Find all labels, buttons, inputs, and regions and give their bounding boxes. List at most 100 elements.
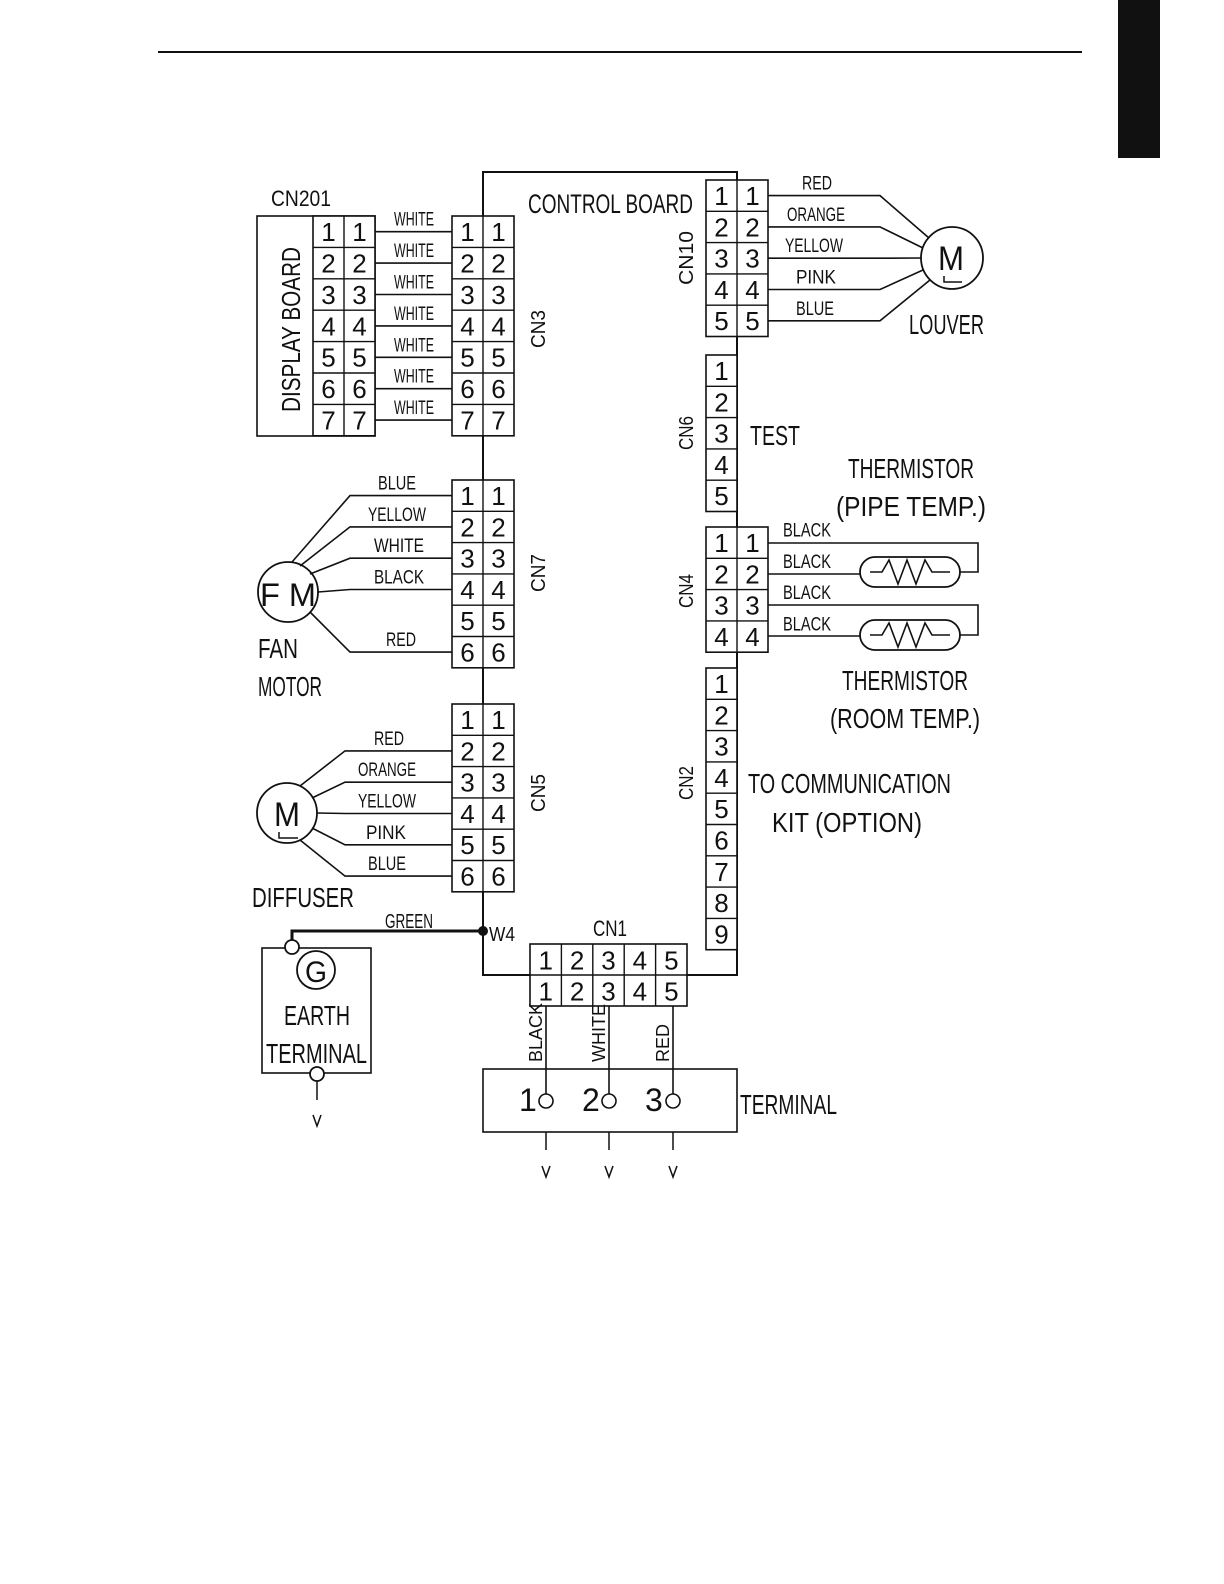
diffuser-motor-wire [311, 827, 452, 846]
green-wire-label: GREEN [385, 911, 433, 933]
cn6-pin-number: 5 [714, 481, 728, 511]
cn2-pin-number: 4 [714, 763, 728, 793]
terminal-arrow [668, 1165, 678, 1180]
cn201-pin-number: 3 [352, 280, 366, 310]
cn3-pin-number: 3 [460, 280, 474, 310]
cn7-pin-number: 6 [491, 638, 505, 668]
cn3-wire-label: WHITE [394, 210, 434, 231]
cn1-wire-label: BLACK [526, 1003, 546, 1062]
test-label: TEST [750, 420, 800, 451]
cn1-pin-number: 1 [538, 976, 552, 1006]
earth-terminal-label-line2: TERMINAL [266, 1038, 367, 1069]
cn2-pin-number: 9 [714, 919, 728, 949]
louver-motor-wire-label: BLUE [796, 299, 834, 320]
cn201-pin-number: 4 [321, 311, 335, 341]
cn3-wire-label: WHITE [394, 241, 434, 262]
louver-motor-wire [768, 226, 924, 249]
cn6-label: CN6 [676, 416, 698, 450]
cn3-label: CN3 [528, 310, 550, 348]
diffuser-motor-symbol-tail [278, 832, 298, 839]
cn4-pin-number: 1 [714, 528, 728, 558]
earth-terminal-label-line1: EARTH [284, 1000, 350, 1031]
louver-motor-wire [768, 279, 931, 322]
cn3-pin-number: 2 [491, 249, 505, 279]
cn2-label: CN2 [676, 766, 698, 800]
louver-motor-wire-label: ORANGE [787, 205, 845, 226]
cn10-pin-number: 4 [714, 275, 728, 305]
cn10-pin-number: 1 [714, 181, 728, 211]
cn5-pin-number: 1 [460, 705, 474, 735]
fan-motor-wire-label: BLACK [374, 568, 424, 589]
terminal-pin-number: 3 [645, 1082, 663, 1118]
cn6-frame [705, 354, 738, 513]
cn7-pin-number: 1 [460, 481, 474, 511]
cn1-pin-number: 5 [664, 976, 678, 1006]
cn2-pin-number: 5 [714, 794, 728, 824]
cn3-wire-label: WHITE [394, 273, 434, 294]
cn3-pin-number: 7 [491, 406, 505, 436]
cn10-pin-number: 1 [745, 181, 759, 211]
fan-motor-symbol-text: F M [260, 577, 316, 613]
cn4-wire-label: BLACK [783, 552, 831, 573]
terminal-leads [541, 1132, 678, 1180]
cn4-pin-number: 4 [745, 622, 759, 652]
cn10-pin-number: 2 [714, 212, 728, 242]
cn7-pin-number: 5 [460, 606, 474, 636]
cn3-wire-label: WHITE [394, 335, 434, 356]
cn201-pin-number: 4 [352, 311, 366, 341]
cn201-pin-number: 7 [352, 406, 366, 436]
louver-motor-symbol-text: M [938, 240, 964, 278]
diffuser-motor-wire [316, 812, 452, 815]
cn10-pin-number: 4 [745, 275, 759, 305]
terminal-screw [601, 1093, 617, 1109]
earth-arrow [312, 1114, 322, 1129]
fan-motor-wire-label: YELLOW [368, 505, 426, 526]
diffuser-motor-wire-label: ORANGE [358, 760, 416, 781]
control-board-label: CONTROL BOARD [528, 189, 693, 219]
terminal-arrow [541, 1165, 551, 1180]
cn10-pin-number: 5 [714, 306, 728, 336]
pipe-thermistor-label-line2: (PIPE TEMP.) [836, 491, 986, 522]
cn1-pin-number: 3 [601, 945, 615, 975]
cn7-pin-number: 5 [491, 606, 505, 636]
cn4-wire-label: BLACK [783, 615, 831, 636]
cn6-pin-number: 3 [714, 419, 728, 449]
room-thermistor-wire [768, 604, 979, 636]
cn2-pin-number: 7 [714, 857, 728, 887]
cn1-label: CN1 [593, 916, 627, 941]
terminal-pin-number: 2 [582, 1082, 600, 1118]
fan-motor-wire [291, 494, 452, 563]
terminal-arrow [604, 1165, 614, 1180]
control-board-outline [482, 171, 738, 976]
cn1-pin-number: 4 [633, 976, 647, 1006]
cn7-label: CN7 [528, 554, 550, 592]
cn7-pin-number: 2 [460, 512, 474, 542]
terminal-screw [665, 1093, 681, 1109]
louver-motor-wire [768, 269, 924, 291]
fan-motor-wire [299, 526, 452, 567]
cn5-pin-number: 6 [491, 862, 505, 892]
louver-motor-wire-label: PINK [796, 268, 836, 289]
diffuser-motor-wire-label: RED [374, 729, 404, 750]
cn1-pin-number: 2 [570, 945, 584, 975]
cn6-pin-number: 1 [714, 356, 728, 386]
cn1-pin-number: 2 [570, 976, 584, 1006]
cn3-pin-number: 4 [491, 311, 505, 341]
cn2-pin-number: 2 [714, 700, 728, 730]
louver-motor-wire-label: YELLOW [785, 236, 843, 257]
cn5-pin-number: 2 [491, 736, 505, 766]
cn201-pin-number: 6 [321, 374, 335, 404]
earth-terminal-top-node [284, 939, 300, 955]
cn1-wire-label: RED [653, 1024, 673, 1062]
